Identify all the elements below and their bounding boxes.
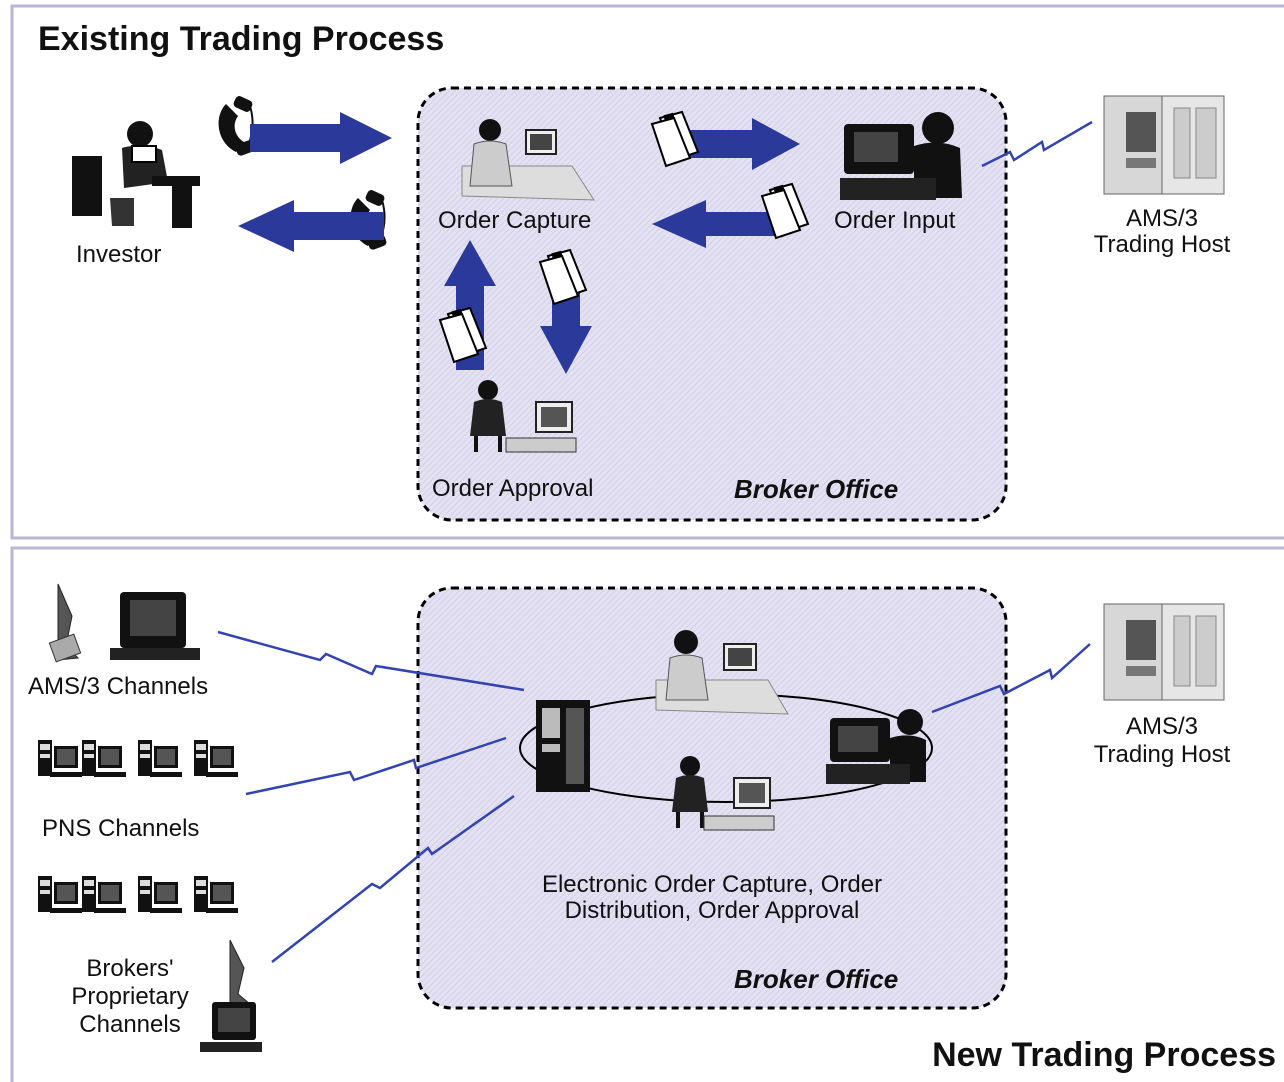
order-input-label: Order Input — [834, 207, 956, 234]
order-capture-workstation-icon — [461, 119, 595, 201]
lightning-link-icon-ams — [217, 630, 525, 692]
order-approval-workstation-icon-bottom — [670, 754, 775, 831]
ams-channels-label: AMS/3 Channels — [28, 673, 208, 700]
investor-label: Investor — [76, 241, 161, 268]
host-label-top-line2: Trading Host — [1094, 231, 1231, 258]
broker-office-box-bottom — [416, 586, 1008, 1010]
existing-process-title: Existing Trading Process — [38, 20, 444, 58]
server-icon-bottom — [1103, 603, 1225, 701]
pns-channels-label: PNS Channels — [42, 815, 199, 842]
host-label-bottom-line1: AMS/3 — [1126, 713, 1198, 740]
host-label-bottom-line2: Trading Host — [1094, 741, 1231, 768]
arrow-capture-to-approval — [540, 286, 592, 374]
order-approval-workstation-icon — [468, 378, 577, 454]
brokers-label-line3: Channels — [79, 1011, 180, 1038]
lightning-link-icon-host-bottom — [931, 643, 1091, 714]
arrow-to-office — [250, 112, 392, 164]
mobile-phone-icon — [229, 939, 252, 1007]
central-server-icon — [536, 700, 590, 792]
order-input-terminal-icon-bottom — [826, 709, 926, 784]
new-process-caption-line2: Distribution, Order Approval — [565, 897, 860, 924]
brokers-label-line2: Proprietary — [71, 983, 188, 1010]
lightning-link-icon-pns — [245, 736, 507, 796]
broker-office-label-bottom: Broker Office — [734, 964, 898, 994]
order-input-terminal-icon — [840, 112, 962, 200]
new-process-caption-line1: Electronic Order Capture, Order — [542, 871, 882, 898]
monitor-icon-brokers — [200, 1002, 262, 1052]
arrow-input-to-capture — [652, 200, 780, 248]
order-approval-label: Order Approval — [432, 475, 593, 502]
order-capture-label: Order Capture — [438, 207, 591, 234]
host-label-top-line1: AMS/3 — [1126, 205, 1198, 232]
broker-office-label-top: Broker Office — [734, 474, 898, 504]
investor-icon — [72, 121, 200, 228]
ams-channels-icon — [48, 583, 200, 663]
server-icon-top — [1103, 95, 1225, 195]
new-process-title: New Trading Process — [932, 1036, 1276, 1074]
order-capture-workstation-icon-bottom — [655, 630, 789, 715]
lightning-link-icon-brokers — [271, 794, 515, 963]
arrow-capture-to-input — [680, 118, 800, 170]
lightning-link-icon-host-top — [981, 120, 1093, 168]
arrow-to-investor — [238, 200, 384, 252]
brokers-label-line1: Brokers' — [86, 955, 173, 982]
